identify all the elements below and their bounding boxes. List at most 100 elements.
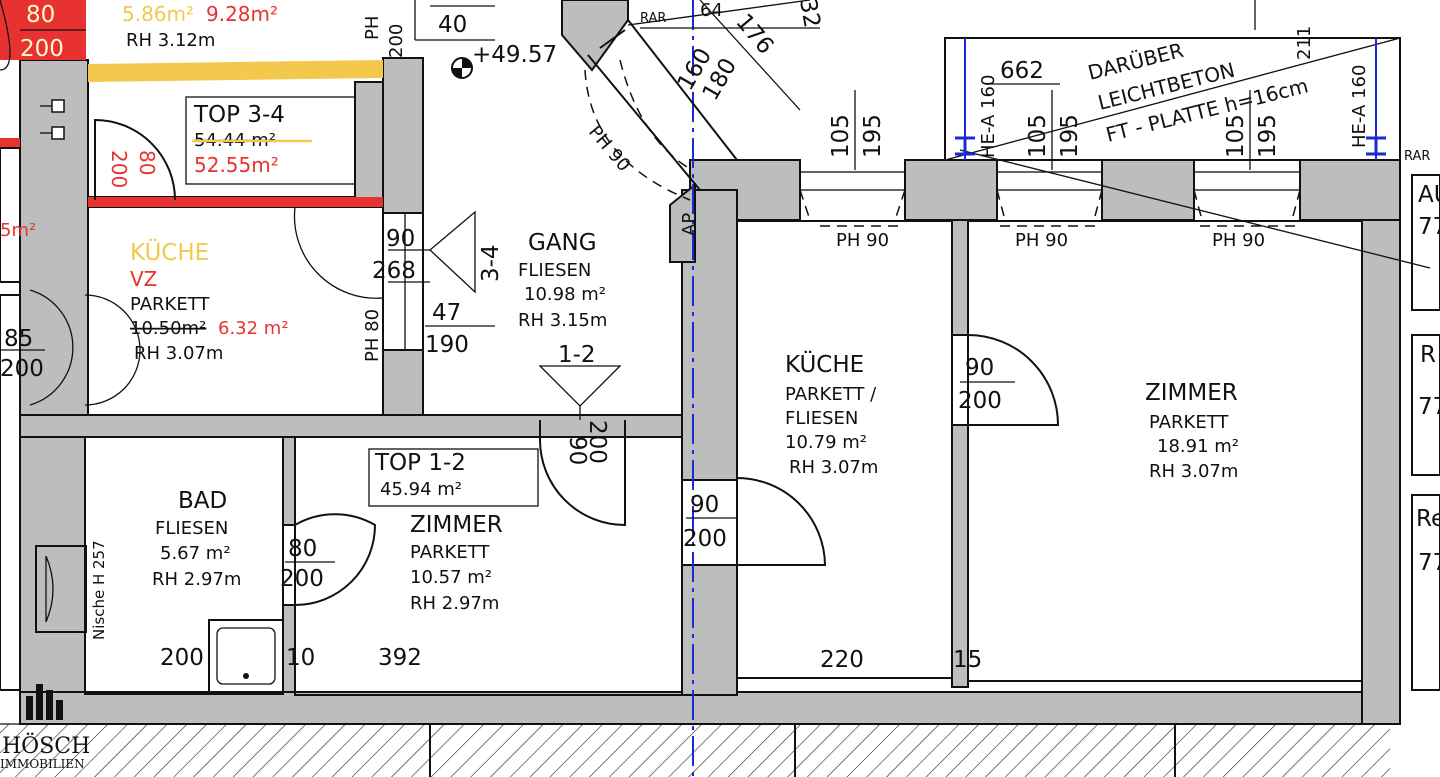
left-area-b: 9.28m² bbox=[206, 2, 278, 26]
svg-text:105: 105 bbox=[1223, 114, 1249, 158]
zimmer12-392: 392 bbox=[378, 645, 422, 671]
top34-label: TOP 3-4 bbox=[193, 102, 285, 128]
zimmer12-rh: RH 2.97m bbox=[410, 593, 499, 614]
edge-au-num: 77 bbox=[1418, 214, 1440, 240]
svg-text:PH 90: PH 90 bbox=[836, 230, 889, 251]
window-labels: 105 195 PH 90 105 195 PH 90 105 195 PH 9… bbox=[828, 114, 1281, 251]
left-door-80: 80 bbox=[135, 150, 159, 175]
top12-door-90: 90 bbox=[564, 436, 590, 465]
bad-name: BAD bbox=[178, 488, 227, 514]
left-door-200: 200 bbox=[107, 150, 131, 188]
left-door-width: 80 bbox=[26, 2, 55, 28]
shaft-rar: RAR bbox=[640, 11, 666, 26]
walls bbox=[19, 0, 1401, 725]
left-edge-door-b: 200 bbox=[0, 356, 44, 382]
shaft-ph80: PH 80 bbox=[362, 309, 383, 362]
gang-floor: FLIESEN bbox=[518, 260, 591, 281]
left-edge-door-a: 85 bbox=[4, 326, 33, 352]
lintel-he-a-right: HE-A 160 bbox=[1349, 65, 1370, 148]
zimmer-right-floor: PARKETT bbox=[1149, 412, 1229, 433]
exterior-hatch bbox=[0, 724, 1390, 777]
bad-rh: RH 2.97m bbox=[152, 569, 241, 590]
kueche-door-90: 90 bbox=[690, 492, 719, 518]
doors bbox=[0, 0, 1060, 606]
edge-au: AU bbox=[1418, 182, 1440, 208]
edge-re: Re bbox=[1416, 506, 1440, 532]
lintel-he-a-left: HE-A 160 bbox=[978, 75, 999, 158]
bad-10: 10 bbox=[286, 645, 315, 671]
kueche-right-rh: RH 3.07m bbox=[789, 457, 878, 478]
left-rh: RH 3.12m bbox=[126, 30, 215, 51]
top34-new-area: 52.55m² bbox=[194, 153, 279, 177]
left-door-height: 200 bbox=[20, 36, 64, 62]
bad-door-200: 200 bbox=[280, 566, 324, 592]
shaft-ph90-diag: PH 90 bbox=[584, 122, 634, 176]
shaft-ph: PH bbox=[362, 16, 383, 40]
gang-area: 10.98 m² bbox=[524, 284, 606, 305]
kueche-right-floor1: PARKETT / bbox=[785, 384, 877, 405]
svg-text:105: 105 bbox=[828, 114, 854, 158]
shaft-level: +49.57 bbox=[472, 42, 557, 68]
gang-marker: 1-2 bbox=[558, 342, 596, 368]
svg-text:195: 195 bbox=[1255, 114, 1281, 158]
zimmer-right-name: ZIMMER bbox=[1145, 380, 1238, 406]
svg-text:105: 105 bbox=[1025, 114, 1051, 158]
zimmer-right-rh: RH 3.07m bbox=[1149, 461, 1238, 482]
lintel-rar: RAR bbox=[1404, 149, 1430, 164]
left-area-a: 5.86m² bbox=[122, 2, 194, 26]
lintel-662: 662 bbox=[1000, 58, 1044, 84]
zimmer-right-area: 18.91 m² bbox=[1157, 436, 1239, 457]
kueche-right-name: KÜCHE bbox=[785, 350, 864, 378]
kueche-right-220: 220 bbox=[820, 647, 864, 673]
shaft-190: 190 bbox=[425, 332, 469, 358]
hosch-logo[interactable]: HÖSCH IMMOBILIEN bbox=[0, 684, 90, 771]
svg-text:195: 195 bbox=[860, 114, 886, 158]
bad-area: 5.67 m² bbox=[160, 543, 231, 564]
bad-floor: FLIESEN bbox=[155, 518, 228, 539]
marker-34: 3-4 bbox=[478, 244, 504, 282]
zimmer-door-200: 200 bbox=[958, 388, 1002, 414]
shaft-268: 268 bbox=[372, 258, 416, 284]
shaft-ap: AP bbox=[679, 213, 700, 236]
kueche-vz-type: VZ bbox=[130, 267, 157, 291]
svg-text:195: 195 bbox=[1057, 114, 1083, 158]
shaft-176: 176 bbox=[730, 9, 778, 59]
shaft-32: 32 bbox=[794, 0, 825, 30]
kueche-right-area: 10.79 m² bbox=[785, 432, 867, 453]
zimmer12-name: ZIMMER bbox=[410, 512, 503, 538]
logo-line2: IMMOBILIEN bbox=[0, 757, 85, 771]
kueche-vz-rh: RH 3.07m bbox=[134, 343, 223, 364]
svg-text:PH 90: PH 90 bbox=[1212, 230, 1265, 251]
zimmer12-area: 10.57 m² bbox=[410, 567, 492, 588]
top12-area: 45.94 m² bbox=[380, 479, 462, 500]
gang-rh: RH 3.15m bbox=[518, 310, 607, 331]
zimmer-door-90: 90 bbox=[965, 355, 994, 381]
top12-door-200: 200 bbox=[584, 420, 610, 464]
lintel-box bbox=[944, 37, 1431, 269]
kueche-right-floor2: FLIESEN bbox=[785, 408, 858, 429]
zimmer12-floor: PARKETT bbox=[410, 542, 490, 563]
edge-r: R bbox=[1420, 342, 1436, 368]
edge-re-num: 77 bbox=[1418, 550, 1440, 576]
svg-text:PH 90: PH 90 bbox=[1015, 230, 1068, 251]
shaft-40: 40 bbox=[438, 12, 467, 38]
windows bbox=[799, 171, 1301, 227]
shaft-47: 47 bbox=[432, 300, 461, 326]
edge-r-num: 77 bbox=[1418, 394, 1440, 420]
kueche-vz-name: KÜCHE bbox=[130, 238, 209, 266]
logo-line1: HÖSCH bbox=[2, 732, 90, 759]
bad-door-80: 80 bbox=[288, 536, 317, 562]
top12-label: TOP 1-2 bbox=[374, 450, 466, 476]
diagonal-shaft bbox=[584, 0, 1256, 201]
kueche-vz-old-area: 10.50m² bbox=[130, 318, 206, 339]
left-edge-area: 5m² bbox=[0, 220, 36, 241]
kueche-door-200: 200 bbox=[683, 526, 727, 552]
lintel-211: 211 bbox=[1294, 26, 1315, 60]
shaft-90: 90 bbox=[386, 226, 415, 252]
kueche-vz-floor: PARKETT bbox=[130, 294, 210, 315]
bad-niche: Nische H 257 bbox=[90, 540, 108, 640]
shaft-64: 64 bbox=[700, 0, 723, 21]
gang-name: GANG bbox=[528, 230, 597, 256]
shaft-ph-val: 200 bbox=[386, 24, 407, 58]
